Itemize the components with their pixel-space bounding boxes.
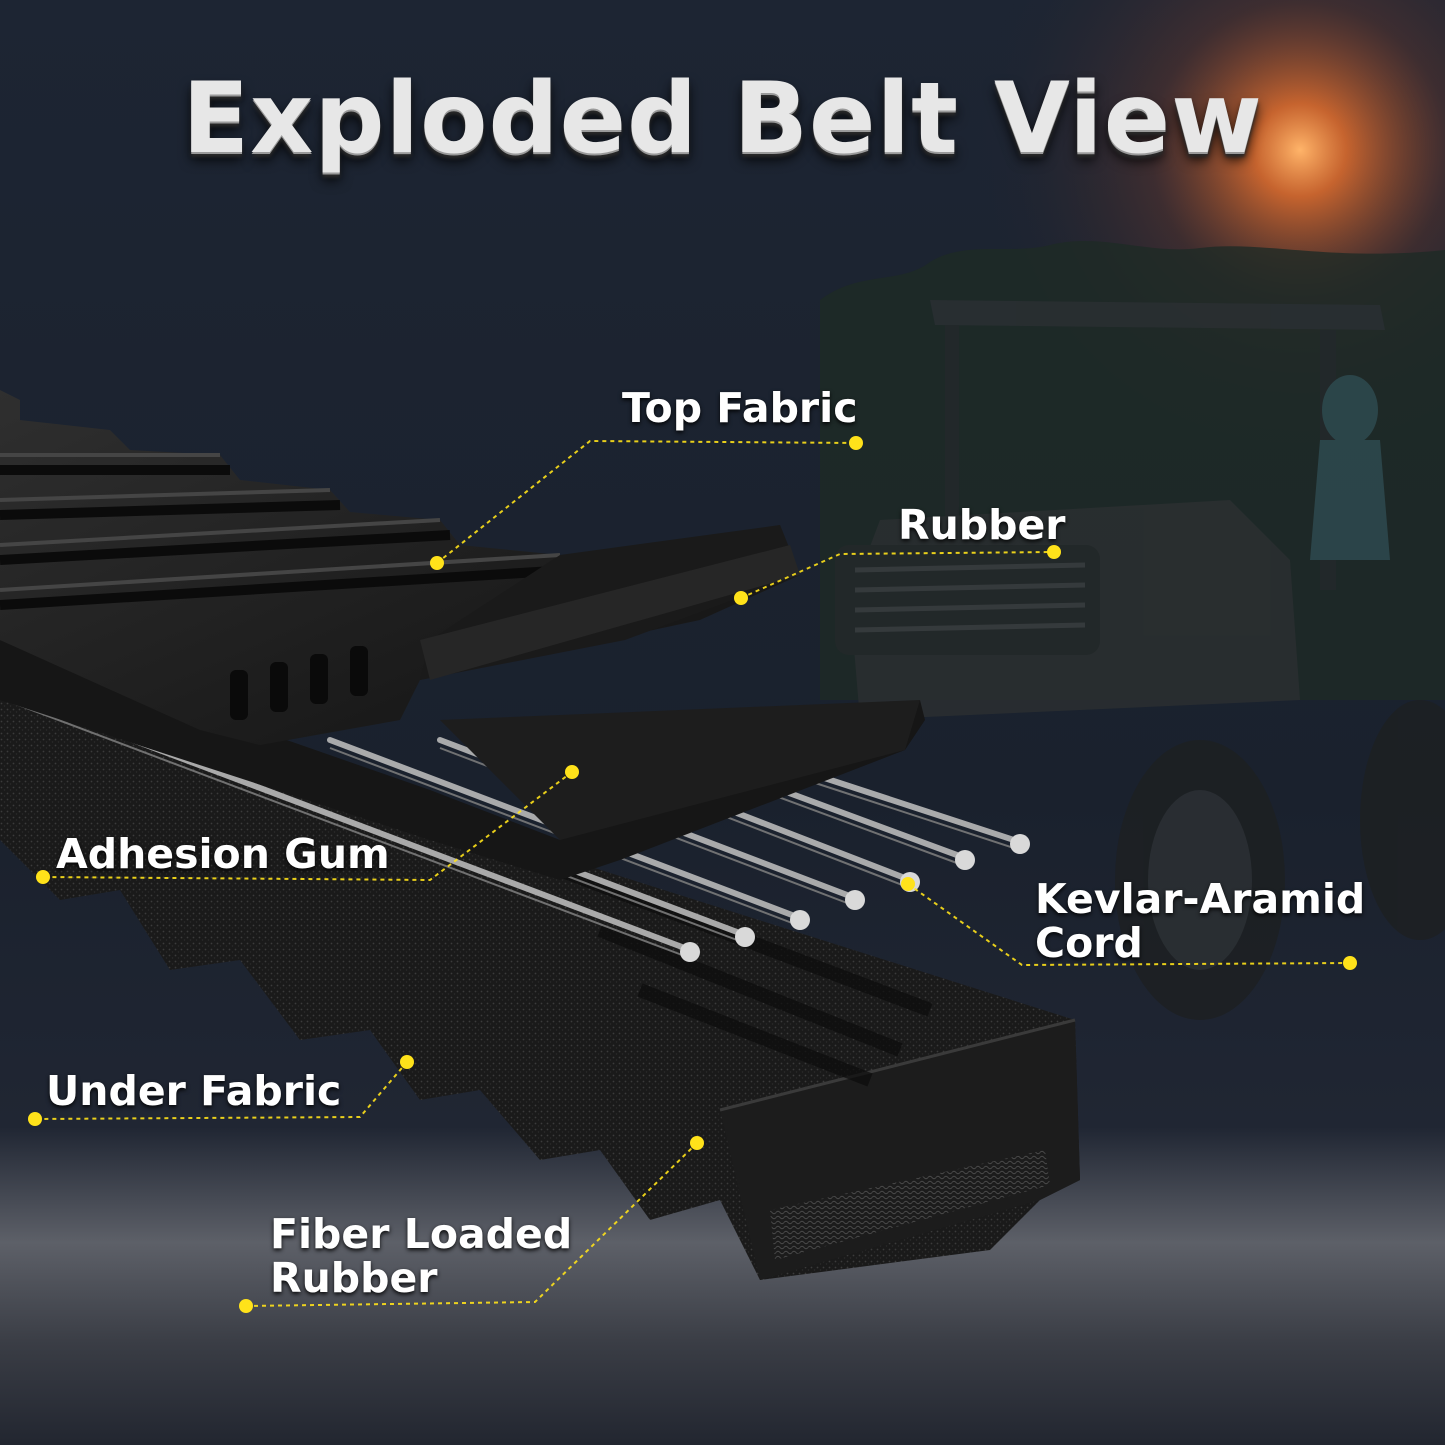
rubber-label-dot — [1047, 545, 1061, 559]
utv-vehicle-background — [835, 300, 1445, 1020]
callout-fiber-line-1: Fiber Loaded — [270, 1210, 573, 1258]
adhesion-gum-label-dot — [36, 870, 50, 884]
callout-kevlar-line-2: Cord — [1035, 919, 1143, 967]
callout-fiber-loaded-rubber: Fiber Loaded Rubber — [270, 1212, 572, 1300]
top-fabric-marker-dot — [430, 556, 444, 570]
under-fabric-marker-dot — [400, 1055, 414, 1069]
fiber-loaded-rubber-label-dot — [239, 1299, 253, 1313]
kevlar-cord-label-dot — [1343, 956, 1357, 970]
callout-kevlar-line-1: Kevlar-Aramid — [1035, 875, 1366, 923]
callout-under-fabric: Under Fabric — [46, 1069, 341, 1113]
callout-rubber-line: Rubber — [898, 501, 1066, 549]
callout-rubber: Rubber — [898, 503, 1065, 547]
callout-leaders — [34, 439, 1351, 1307]
callout-kevlar-aramid-cord: Kevlar-Aramid Cord — [1035, 877, 1365, 965]
callout-adhesion-gum: Adhesion Gum — [56, 832, 390, 876]
adhesion-gum-marker-dot — [565, 765, 579, 779]
callout-fiber-line-2: Rubber — [270, 1254, 438, 1302]
callout-adhesion-gum-line: Adhesion Gum — [56, 830, 390, 878]
page-title: Exploded Belt View — [182, 62, 1263, 176]
callout-top-fabric-line: Top Fabric — [622, 384, 858, 432]
callout-under-fabric-line: Under Fabric — [46, 1067, 342, 1115]
top-fabric-label-dot — [849, 436, 863, 450]
kevlar-cord-marker-dot — [901, 877, 915, 891]
under-fabric-label-dot — [28, 1112, 42, 1126]
fiber-loaded-rubber-marker-dot — [690, 1136, 704, 1150]
rubber-marker-dot — [734, 591, 748, 605]
callout-top-fabric: Top Fabric — [622, 386, 858, 430]
belt-cross-section — [0, 390, 1080, 1280]
